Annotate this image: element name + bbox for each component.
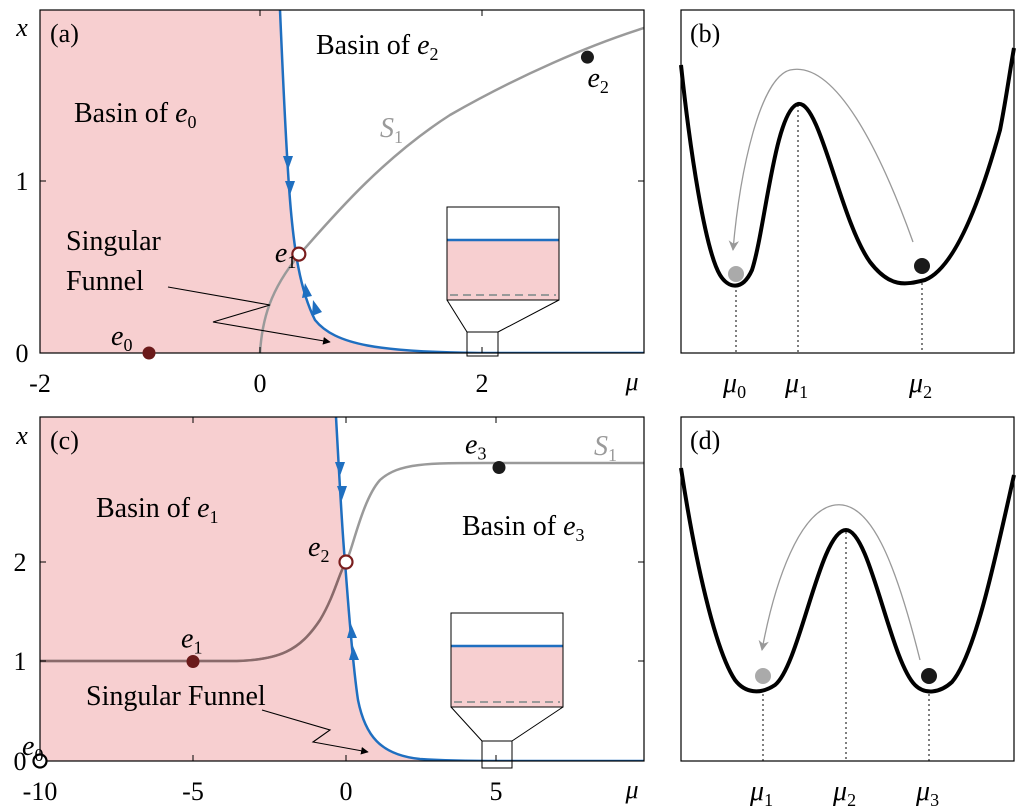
basin-label-e2: Basin of e2 <box>316 30 439 64</box>
manifold-arrow-2 <box>285 181 295 195</box>
manifold-arrow-c-4 <box>349 646 359 660</box>
tick-b-mu0: μ0 <box>722 368 746 402</box>
ylabel-a: x <box>15 13 28 42</box>
tick-b-mu1: μ1 <box>784 368 808 402</box>
ball-gray-b <box>728 266 744 282</box>
ball-gray-d <box>755 668 771 684</box>
ytick-a-0: 0 <box>16 339 29 368</box>
s1-label-a: S1 <box>380 113 403 147</box>
equilibrium-label-e2: e2 <box>587 63 608 97</box>
xlabel-c: μ <box>624 775 638 804</box>
basin-e1-region <box>40 417 500 761</box>
panel-c: -10 -5 0 5 0 1 2 x μ (c) Basin of e1 Bas… <box>14 416 645 806</box>
inset-a <box>446 206 560 357</box>
axes-frame-b <box>680 9 1015 354</box>
panel-label-d: (d) <box>690 426 720 455</box>
ytick-a-1: 1 <box>16 167 29 196</box>
manifold-c <box>334 417 644 761</box>
equilibrium-point-e0 <box>32 753 48 769</box>
equilibrium-label-e1: e1 <box>275 238 296 272</box>
xlabel-a: μ <box>624 367 638 396</box>
basin-label-e3: Basin of e3 <box>462 511 585 545</box>
transition-arrow-d <box>758 504 921 661</box>
xtick-a-0: -2 <box>29 369 51 398</box>
equilibrium-point-e2 <box>338 554 354 570</box>
funnel-label-a-1: Singular <box>66 226 162 257</box>
tick-b-mu2: μ2 <box>908 368 932 402</box>
manifold-arrow-c-2 <box>337 486 347 500</box>
panel-d: (d) μ1 μ2 μ3 <box>679 416 1016 807</box>
manifold-arrow-c-3 <box>347 624 357 638</box>
equilibrium-label-e3: e3 <box>465 429 486 463</box>
equilibrium-label-e0: e0 <box>111 321 132 355</box>
equilibrium-point-e1 <box>291 246 307 262</box>
tick-d-mu1: μ1 <box>749 776 773 807</box>
panel-label-b: (b) <box>690 19 720 48</box>
axes-frame-d <box>680 416 1015 762</box>
equilibrium-point-e3 <box>492 460 506 474</box>
equilibrium-label-e1: e1 <box>181 624 202 658</box>
xtick-a-1: 0 <box>254 369 267 398</box>
tick-d-mu2: μ2 <box>832 776 856 807</box>
equilibrium-label-e0: e0 <box>22 731 43 765</box>
ticks-a <box>40 10 644 353</box>
manifold-arrow-3 <box>302 283 312 298</box>
panel-b: (b) μ0 μ1 μ2 <box>679 9 1016 402</box>
basin-e0-region <box>40 10 480 353</box>
inset-c <box>450 612 564 769</box>
panel-a: -2 0 2 0 1 x μ (a) Basin of e0 Basin of … <box>15 9 645 398</box>
manifold-arrow-4 <box>312 300 322 316</box>
ball-black-d <box>921 668 937 684</box>
manifold-arrow-c-1 <box>335 462 345 476</box>
panel-label-a: (a) <box>50 19 79 48</box>
tick-d-mu3: μ3 <box>915 776 939 807</box>
potential-curve-b <box>679 47 1016 288</box>
equilibrium-label-e2: e2 <box>308 532 329 566</box>
ball-black-b <box>914 258 930 274</box>
equilibrium-point-e0 <box>142 346 156 360</box>
manifold-arrow-1 <box>283 156 293 170</box>
panel-label-c: (c) <box>50 426 79 455</box>
s1-curve-a <box>258 26 644 353</box>
ylabel-c: x <box>15 421 28 450</box>
transition-arrow-b <box>728 68 914 252</box>
funnel-label-c: Singular Funnel <box>86 681 266 712</box>
xtick-c-3: 5 <box>490 777 503 806</box>
ytick-c-0: 0 <box>14 747 27 776</box>
equilibrium-point-e2 <box>580 50 594 64</box>
xtick-c-1: -5 <box>182 777 204 806</box>
ticks-c <box>40 417 644 761</box>
basin-label-e0: Basin of e0 <box>74 98 197 132</box>
manifold-a <box>278 10 644 353</box>
funnel-label-a-2: Funnel <box>66 266 144 297</box>
potential-curve-d <box>679 467 1016 694</box>
equilibrium-point-e1 <box>186 655 200 668</box>
funnel-pointer-c <box>261 709 369 755</box>
xtick-a-2: 2 <box>476 369 489 398</box>
basin-label-e1: Basin of e1 <box>96 493 219 527</box>
xtick-c-2: 0 <box>340 777 353 806</box>
ytick-c-1: 1 <box>14 647 27 676</box>
axes-frame-c <box>39 416 645 762</box>
funnel-pointer-a <box>167 286 331 345</box>
xtick-c-0: -10 <box>23 777 58 806</box>
s1-curve-c-shaded <box>40 561 348 663</box>
ytick-c-2: 2 <box>14 548 27 577</box>
s1-label-c: S1 <box>594 431 617 465</box>
